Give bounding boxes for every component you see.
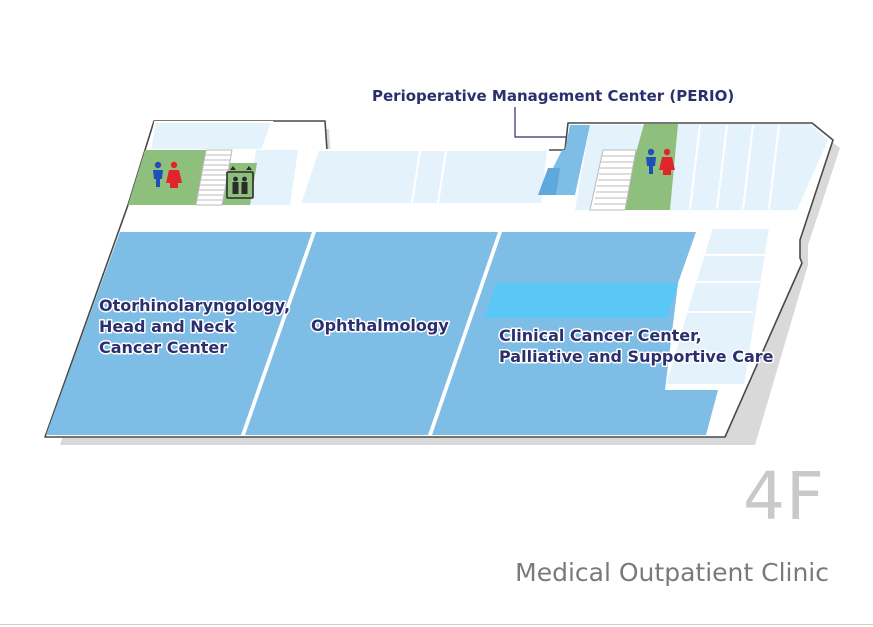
north-rooms [298, 149, 550, 205]
east-side-rooms [663, 227, 772, 386]
elevator-icon [226, 166, 254, 199]
perio-zone-small [538, 168, 560, 195]
cancer-center-label: Clinical Cancer Center, Palliative and S… [499, 326, 774, 366]
west-restroom-icon [153, 161, 182, 188]
perio-leader-line [514, 107, 566, 138]
west-lobby [248, 150, 298, 205]
west-restroom-block [128, 150, 206, 205]
bottom-divider [0, 624, 873, 625]
west-stairs-icon [195, 149, 233, 206]
ent-zone [46, 232, 312, 435]
cancer-center-highlight [484, 283, 678, 318]
floor-number: 4F [743, 458, 825, 535]
ophthalmology-zone [245, 232, 498, 435]
cancer-center-zone [432, 232, 718, 435]
west-upper-rooms [148, 121, 274, 151]
building-name: Medical Outpatient Clinic [515, 558, 829, 587]
ent-label: Otorhinolaryngology, Head and Neck Cance… [99, 296, 296, 357]
ophthalmology-label: Ophthalmology [311, 316, 449, 335]
perio-label: Perioperative Management Center (PERIO) [372, 87, 734, 105]
east-stairs-icon [589, 149, 637, 211]
east-restroom-icon [646, 148, 675, 175]
